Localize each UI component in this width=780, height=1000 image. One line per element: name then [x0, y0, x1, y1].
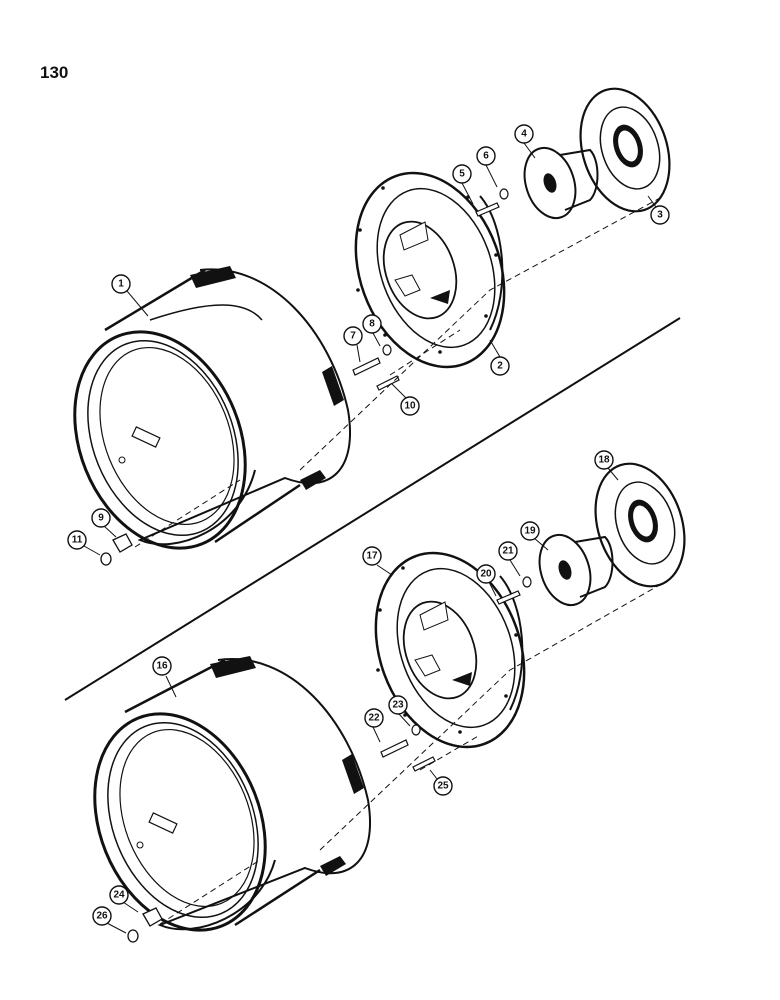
- svg-text:25: 25: [437, 781, 449, 792]
- callout-19: 19: [520, 521, 540, 541]
- callout-3: 3: [650, 205, 670, 225]
- section-divider: [64, 317, 681, 701]
- svg-text:6: 6: [483, 151, 489, 162]
- svg-text:7: 7: [350, 331, 356, 342]
- callout-17: 17: [362, 546, 382, 566]
- svg-text:22: 22: [368, 713, 380, 724]
- center-disc-lower: [374, 551, 526, 749]
- callout-21: 21: [498, 541, 518, 561]
- hub-flange-lower: [594, 462, 686, 588]
- washer-21: [522, 576, 532, 588]
- svg-text:9: 9: [98, 513, 104, 524]
- washer-6: [499, 188, 509, 200]
- upper-wheel-assembly: [73, 87, 671, 566]
- callout-1: 1: [111, 274, 131, 294]
- clamp-24: [142, 907, 163, 927]
- nut-26: [127, 929, 139, 943]
- callout-6: 6: [476, 146, 496, 166]
- svg-text:17: 17: [366, 551, 378, 562]
- callout-5: 5: [452, 164, 472, 184]
- callout-23: 23: [388, 695, 408, 715]
- callout-2: 2: [490, 356, 510, 376]
- bolt-7: [352, 357, 381, 376]
- wheel-rim-upper: [73, 266, 351, 550]
- svg-text:16: 16: [156, 661, 168, 672]
- callout-20: 20: [476, 564, 496, 584]
- svg-text:18: 18: [598, 455, 610, 466]
- callout-18: 18: [594, 450, 614, 470]
- svg-text:5: 5: [459, 169, 465, 180]
- svg-text:20: 20: [480, 569, 492, 580]
- callout-22: 22: [364, 708, 384, 728]
- svg-text:10: 10: [404, 401, 416, 412]
- bolt-22: [380, 739, 409, 758]
- bolt-20: [496, 590, 521, 605]
- lower-wheel-assembly: [93, 462, 686, 943]
- callouts: 1 2 3 4 5 6 7 8 9 10 11 16 17 18 19 20 2…: [67, 124, 670, 926]
- stud-10: [376, 375, 400, 391]
- hub-lower: [538, 533, 614, 607]
- callout-9: 9: [91, 508, 111, 528]
- stud-25: [412, 756, 436, 772]
- bolt-5: [475, 202, 500, 217]
- callout-10: 10: [400, 396, 420, 416]
- callout-16: 16: [152, 656, 172, 676]
- callout-25: 25: [433, 776, 453, 796]
- svg-text:3: 3: [657, 210, 663, 221]
- callout-24: 24: [109, 885, 129, 905]
- nut-11: [100, 552, 112, 566]
- svg-text:24: 24: [113, 890, 125, 901]
- nut-8: [382, 344, 392, 356]
- svg-text:21: 21: [502, 546, 514, 557]
- nut-23: [411, 724, 421, 736]
- svg-text:2: 2: [497, 361, 503, 372]
- svg-text:26: 26: [96, 911, 108, 922]
- callout-8: 8: [362, 314, 382, 334]
- svg-text:19: 19: [524, 526, 536, 537]
- callout-11: 11: [67, 530, 87, 550]
- svg-text:11: 11: [72, 535, 83, 546]
- callout-4: 4: [514, 124, 534, 144]
- svg-text:23: 23: [392, 700, 404, 711]
- callout-7: 7: [343, 326, 363, 346]
- center-disc-upper: [354, 171, 506, 369]
- svg-text:8: 8: [369, 319, 375, 330]
- svg-text:1: 1: [118, 279, 124, 290]
- page-number: 130: [40, 63, 68, 82]
- clamp-9: [112, 533, 133, 553]
- callout-26: 26: [92, 906, 112, 926]
- hub-upper: [523, 146, 599, 220]
- hub-flange-upper: [579, 87, 671, 213]
- wheel-rim-lower: [93, 656, 371, 932]
- svg-text:4: 4: [521, 129, 527, 140]
